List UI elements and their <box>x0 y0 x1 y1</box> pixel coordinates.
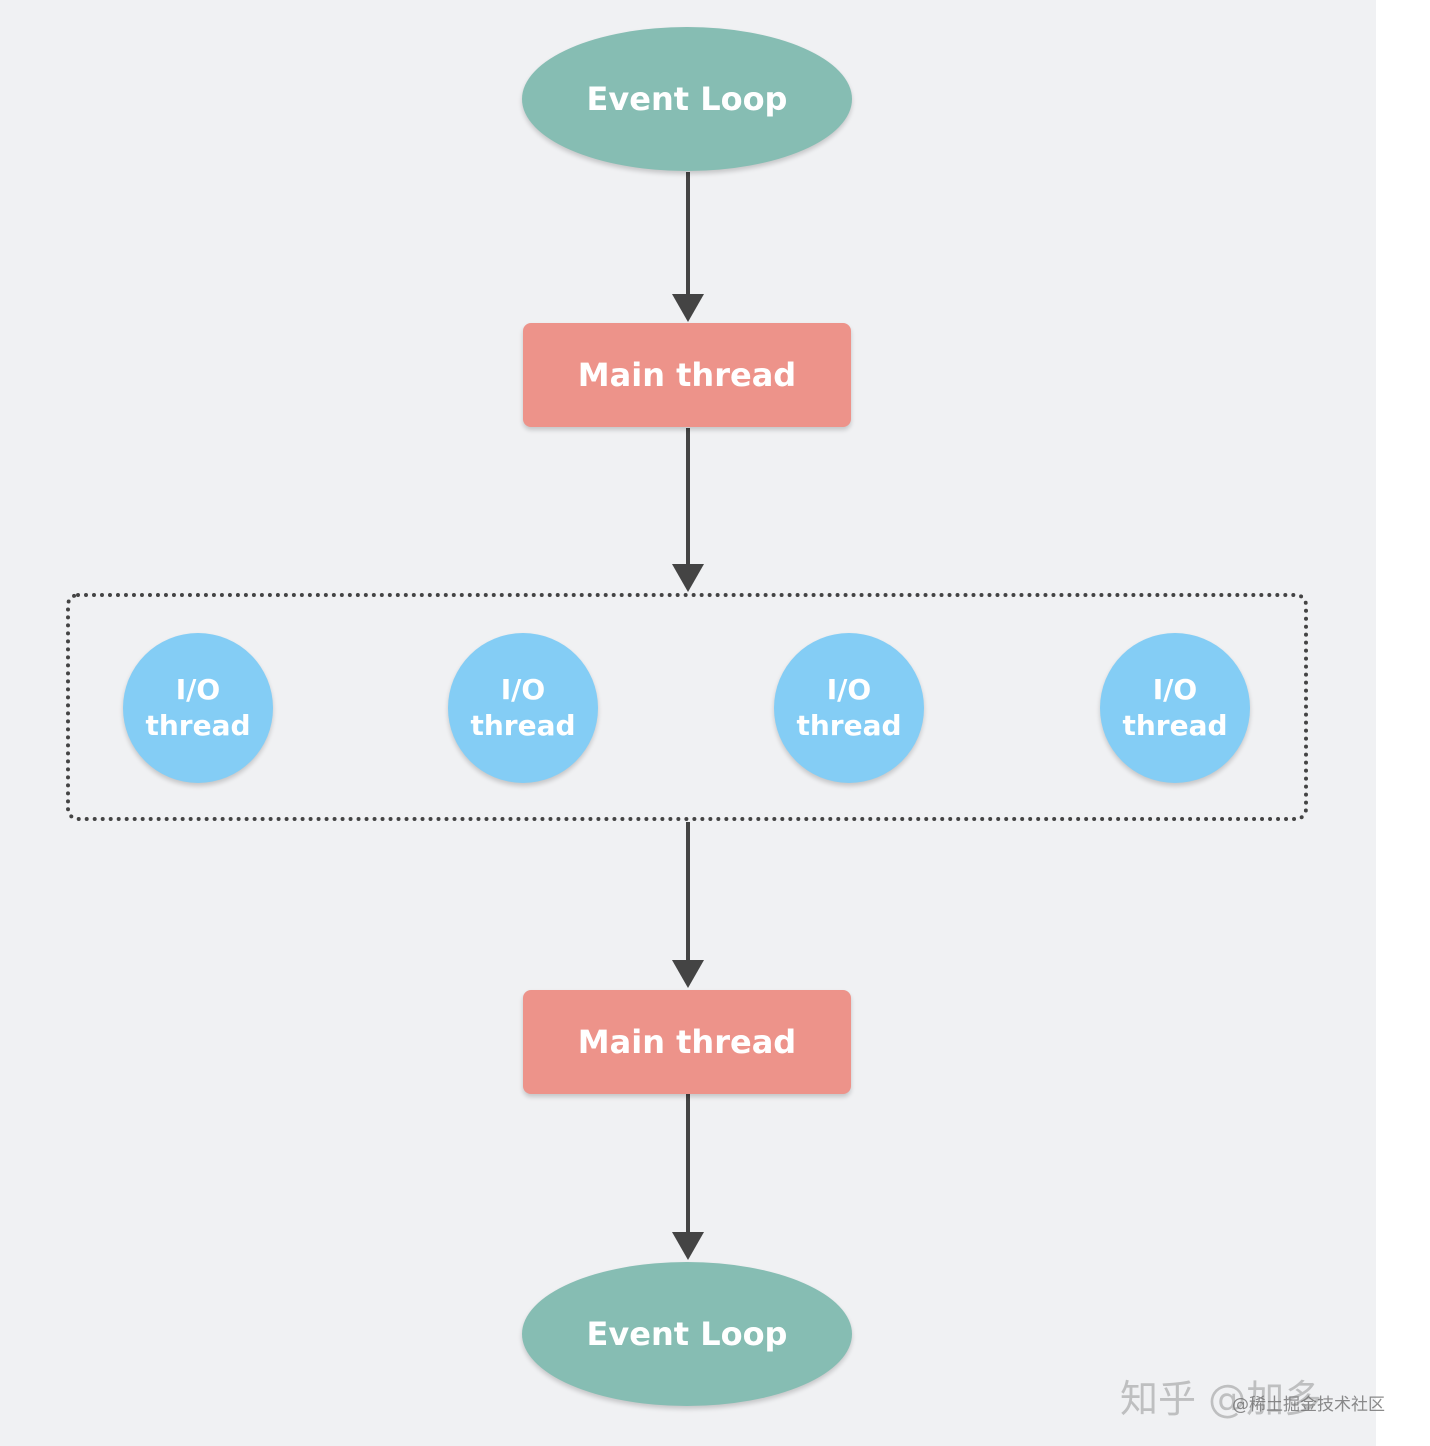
main-thread-top-label: Main thread <box>577 356 797 394</box>
event-loop-top-label: Event Loop <box>586 80 788 118</box>
io-thread-label-3b: thread <box>796 709 902 742</box>
main-thread-bottom-label: Main thread <box>577 1023 797 1061</box>
event-loop-top-node: Event Loop <box>522 27 852 171</box>
io-thread-node-1: I/O thread <box>123 633 273 783</box>
io-thread-group <box>66 593 1308 821</box>
io-thread-label-1b: thread <box>145 709 251 742</box>
main-thread-top-node: Main thread <box>523 323 851 427</box>
diagram-canvas: Event Loop Main thread I/O thread I/O th… <box>0 0 1376 1446</box>
io-thread-label-2b: thread <box>470 709 576 742</box>
arrowhead-1 <box>672 294 704 322</box>
io-thread-label-4a: I/O <box>1152 672 1198 706</box>
io-thread-node-2: I/O thread <box>448 633 598 783</box>
arrowhead-3 <box>672 960 704 988</box>
io-thread-label-1a: I/O <box>175 672 221 706</box>
io-thread-label-3a: I/O <box>826 672 872 706</box>
connectors <box>672 172 704 1260</box>
io-thread-label-2a: I/O <box>500 672 546 706</box>
io-thread-label-4b: thread <box>1122 709 1228 742</box>
event-loop-bottom-node: Event Loop <box>522 1262 852 1406</box>
juejin-watermark: @稀土掘金技术社区 <box>1232 1395 1385 1415</box>
event-loop-bottom-label: Event Loop <box>586 1315 788 1353</box>
io-thread-node-3: I/O thread <box>774 633 924 783</box>
io-thread-node-4: I/O thread <box>1100 633 1250 783</box>
arrowhead-4 <box>672 1232 704 1260</box>
main-thread-bottom-node: Main thread <box>523 990 851 1094</box>
arrowhead-2 <box>672 564 704 592</box>
zhihu-watermark: 知乎 @加多 <box>1120 1377 1323 1421</box>
